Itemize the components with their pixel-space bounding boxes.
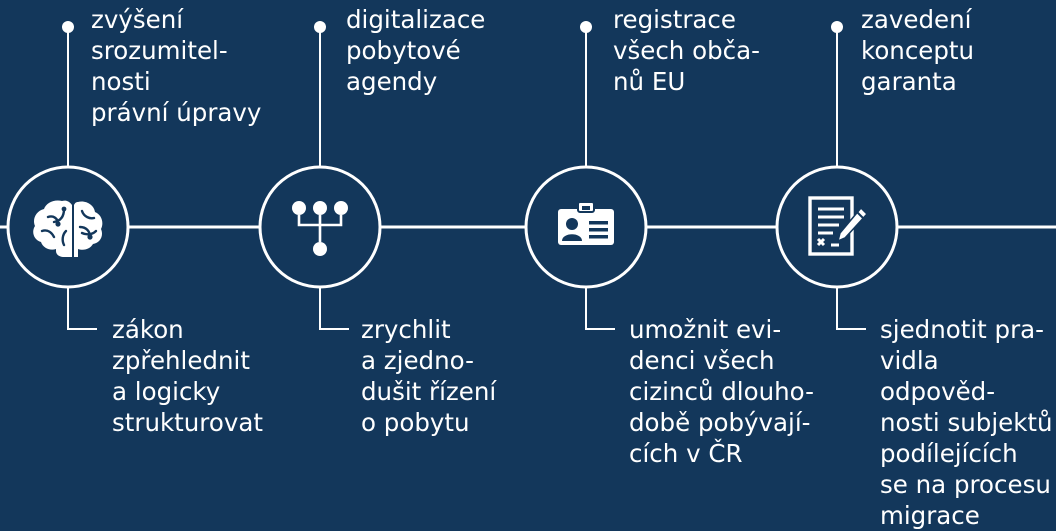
step-3-top-dot xyxy=(580,21,592,33)
brain-icon xyxy=(33,200,103,257)
step-1-goal: zvýšení srozumitel- nosti právní úpravy xyxy=(91,5,262,127)
step-4-action: sjednotit pra- vidla odpověd- nosti subj… xyxy=(880,315,1053,530)
step-2-goal: digitalizace pobytové agendy xyxy=(346,5,486,96)
step-4-top-dot xyxy=(831,21,843,33)
timeline-lines xyxy=(0,21,1056,330)
timeline-diagram: zvýšení srozumitel- nosti právní úpravy … xyxy=(0,5,1056,530)
contract-sign-icon xyxy=(808,196,869,256)
step-3-goal: registrace všech obča- nů EU xyxy=(613,5,760,96)
step-2-action: zrychlit a zjedno- dušit řízení o pobytu xyxy=(361,315,497,437)
step-1-top-dot xyxy=(62,21,74,33)
id-card-icon xyxy=(558,201,614,245)
network-tree-icon xyxy=(292,201,348,256)
step-2-top-dot xyxy=(314,21,326,33)
step-1-action: zákon zpřehlednit a logicky strukturovat xyxy=(112,315,263,437)
step-4-goal: zavedení konceptu garanta xyxy=(861,5,975,96)
step-3-action: umožnit evi- denci všech cizinců dlouho-… xyxy=(629,315,814,468)
step-4-circle xyxy=(775,165,899,289)
